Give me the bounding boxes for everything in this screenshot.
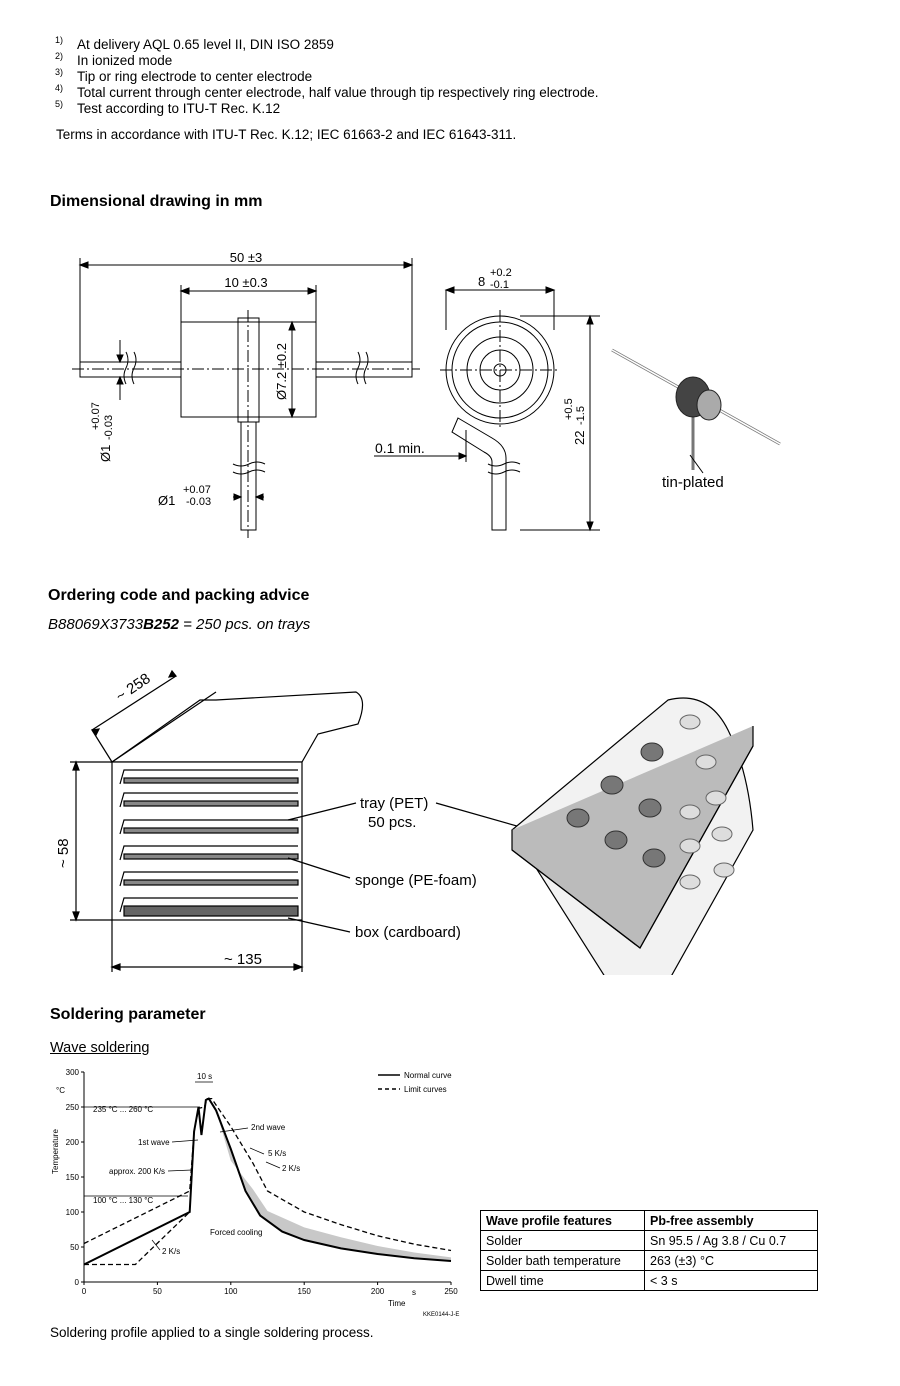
table-row: Solder bath temperature 263 (±3) °C	[480, 1250, 818, 1271]
dimensional-drawing: 50 ±3 10 ±0.3 Ø7.2 ±0.2 Ø1 +0.07 -0.03 +…	[72, 250, 781, 538]
lead-dia-main-label-2: Ø1	[158, 493, 175, 508]
y-tick-label: 100	[66, 1208, 80, 1217]
table-cell: Dwell time	[480, 1270, 645, 1291]
soldering-subheading: Wave soldering	[50, 1040, 150, 1056]
ordering-code-bold: B252	[143, 616, 179, 633]
annot-2ks-bottom: 2 K/s	[162, 1247, 180, 1256]
annot-2nd-wave: 2nd wave	[251, 1123, 286, 1132]
lead-dia-main-label: Ø1	[98, 445, 113, 462]
annot-forced-cooling: Forced cooling	[210, 1228, 262, 1237]
ordering-code-prefix: B88069X3733	[48, 616, 144, 633]
wave-soldering-chart: 0 50 100 150 200 250 0 50 100 150 200 250 300 °C Tem…	[51, 1068, 459, 1318]
table-cell: Sn 95.5 / Ag 3.8 / Cu 0.7	[644, 1230, 818, 1251]
annot-2ks: 2 K/s	[282, 1164, 300, 1173]
figure-code: KKE0144-J-E	[423, 1312, 459, 1318]
annot-200ks: approx. 200 K/s	[109, 1167, 165, 1176]
side-height-plus-label: +0.5	[563, 398, 575, 420]
x-unit: s	[412, 1288, 416, 1297]
y-tick-label: 0	[75, 1278, 80, 1287]
legend-limit: Limit curves	[404, 1085, 447, 1094]
y-unit: °C	[56, 1086, 65, 1095]
label-tray-2: 50 pcs.	[368, 814, 416, 831]
x-tick-label: 0	[82, 1287, 87, 1296]
y-tick-label: 200	[66, 1138, 80, 1147]
ordering-code-suffix: = 250 pcs. on trays	[178, 616, 311, 633]
soldering-caption: Soldering profile applied to a single so…	[50, 1325, 374, 1340]
table-header-cell: Wave profile features	[480, 1210, 645, 1231]
lead-tol-minus-label: -0.03	[103, 415, 115, 440]
y-tick-label: 150	[66, 1173, 80, 1182]
table-row: Dwell time < 3 s	[480, 1270, 818, 1291]
table-header-cell: Pb-free assembly	[644, 1210, 818, 1231]
y-tick-label: 300	[66, 1068, 80, 1077]
side-height-minus-label: -1.5	[575, 406, 587, 425]
annot-preheat-range: 100 °C ... 130 °C	[93, 1196, 153, 1205]
lead-tol-plus-label: +0.07	[90, 402, 102, 430]
cooling-band	[216, 1110, 451, 1261]
y-tick-label: 50	[70, 1243, 79, 1252]
soldering-heading: Soldering parameter	[50, 1006, 206, 1023]
dim-height-label: ~ 58	[55, 838, 72, 868]
table-cell: 263 (±3) °C	[644, 1250, 818, 1271]
annot-5ks: 5 K/s	[268, 1149, 286, 1158]
annot-10s: 10 s	[197, 1072, 212, 1081]
wave-profile-table: Wave profile features Pb-free assembly S…	[480, 1210, 818, 1291]
annot-1st-wave: 1st wave	[138, 1138, 170, 1147]
dim-diameter-label: Ø7.2 ±0.2	[274, 343, 289, 400]
ordering-code: B88069X3733B252 = 250 pcs. on trays	[48, 616, 310, 633]
lead-tol-minus-label-2: -0.03	[186, 496, 211, 508]
packing-drawing: ~ 258 ~ 58 ~ 135 tray (PET) 50 pcs. spon…	[55, 669, 754, 975]
ordering-heading: Ordering code and packing advice	[48, 587, 310, 604]
side-height-label: 22	[572, 431, 587, 445]
table-cell: < 3 s	[644, 1270, 818, 1291]
label-tray-1: tray (PET)	[360, 795, 428, 812]
min-gap-label: 0.1 min.	[375, 440, 425, 456]
x-axis-label: Time	[388, 1299, 406, 1308]
x-tick-label: 50	[153, 1287, 162, 1296]
x-tick-label: 100	[224, 1287, 238, 1296]
x-tick-label: 150	[298, 1287, 312, 1296]
dim-total-label: 50 ±3	[230, 250, 262, 265]
dim-body-label: 10 ±0.3	[224, 275, 267, 290]
lead-tol-plus-label-2: +0.07	[183, 484, 211, 496]
terms-text: Terms in accordance with ITU-T Rec. K.12…	[56, 127, 517, 142]
dim-depth-label: ~ 258	[113, 670, 154, 705]
tin-plated-label: tin-plated	[662, 474, 724, 491]
table-cell: Solder bath temperature	[480, 1250, 645, 1271]
dimensional-heading: Dimensional drawing in mm	[50, 193, 263, 210]
y-axis-label: Temperature	[51, 1129, 60, 1174]
table-cell: Solder	[480, 1230, 645, 1251]
series-limit-curve-1	[83, 1097, 452, 1252]
legend-normal: Normal curve	[404, 1071, 452, 1080]
x-tick-label: 250	[444, 1287, 458, 1296]
series-limit-curve-2	[84, 1211, 191, 1266]
table-row: Solder Sn 95.5 / Ag 3.8 / Cu 0.7	[480, 1230, 818, 1251]
x-tick-label: 200	[371, 1287, 385, 1296]
side-width-minus-label: -0.1	[490, 279, 509, 291]
label-box: box (cardboard)	[355, 924, 461, 941]
table-header-row: Wave profile features Pb-free assembly	[480, 1210, 818, 1231]
annot-peak-range: 235 °C ... 260 °C	[93, 1105, 153, 1114]
side-width-plus-label: +0.2	[490, 267, 512, 279]
side-width-label: 8	[478, 274, 485, 289]
label-sponge: sponge (PE-foam)	[355, 872, 477, 889]
y-tick-label: 250	[66, 1103, 80, 1112]
dim-width-label: ~ 135	[224, 951, 262, 968]
